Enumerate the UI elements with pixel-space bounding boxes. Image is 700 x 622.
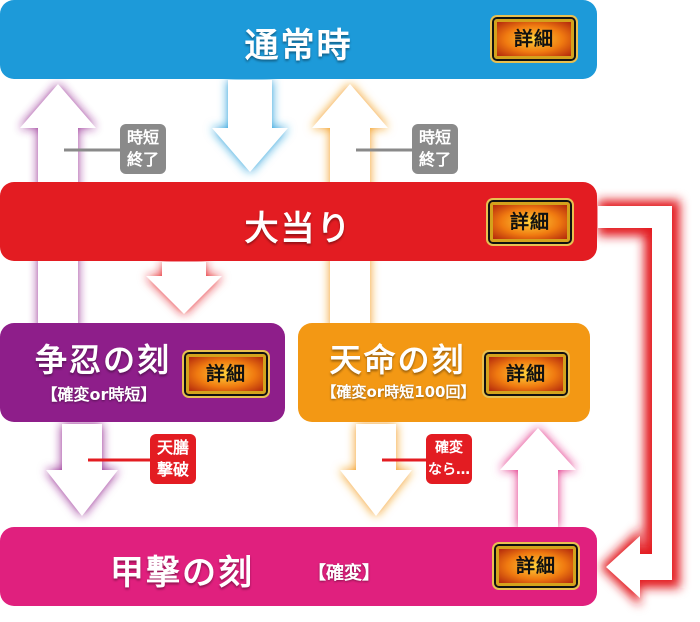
state-koushuu-subtitle: 【確変】: [308, 563, 380, 584]
state-koushuu-title: 甲撃の刻: [110, 553, 254, 593]
note-line: 確変: [435, 440, 463, 456]
note-line: なら…: [428, 462, 470, 478]
note-tenzen-defeat: 天膳 撃破: [150, 434, 196, 484]
state-jackpot-title: 大当り: [244, 209, 353, 249]
note-line: 終了: [126, 150, 159, 169]
detail-button-jackpot[interactable]: 詳細: [490, 202, 570, 242]
note-line: 天膳: [156, 438, 189, 457]
detail-button-tenmei[interactable]: 詳細: [486, 354, 566, 394]
detail-button-normal[interactable]: 詳細: [494, 19, 574, 59]
state-tenmei-subtitle: 【確変or時短100回】: [321, 383, 476, 401]
state-normal-title: 通常時: [244, 26, 353, 66]
note-kakuhen-if: 確変 なら…: [426, 434, 472, 484]
note-jitan-end-left: 時短 終了: [120, 124, 166, 174]
detail-button-koushuu[interactable]: 詳細: [496, 546, 576, 586]
state-souninn-subtitle: 【確変or時短】: [41, 385, 157, 404]
note-line: 時短: [126, 128, 159, 147]
arrow-koushuu-to-tenmei: [500, 428, 576, 528]
note-jitan-end-right: 時短 終了: [412, 124, 458, 174]
detail-button-souninn[interactable]: 詳細: [186, 354, 266, 394]
state-souninn-title: 争忍の刻: [34, 341, 171, 379]
note-line: 撃破: [156, 460, 189, 479]
state-souninn: 争忍の刻 【確変or時短】: [0, 323, 285, 422]
state-tenmei-title: 天命の刻: [329, 341, 466, 379]
arrow-tenmei-to-koushuu: [340, 424, 412, 516]
arrow-normal-to-jackpot: [212, 80, 288, 172]
arrow-jackpot-to-koushuu: [598, 200, 680, 606]
arrow-jackpot-to-souninn: [146, 262, 222, 314]
note-line: 終了: [418, 150, 451, 169]
note-line: 時短: [418, 128, 451, 147]
arrow-souninn-to-koushuu: [46, 424, 118, 516]
